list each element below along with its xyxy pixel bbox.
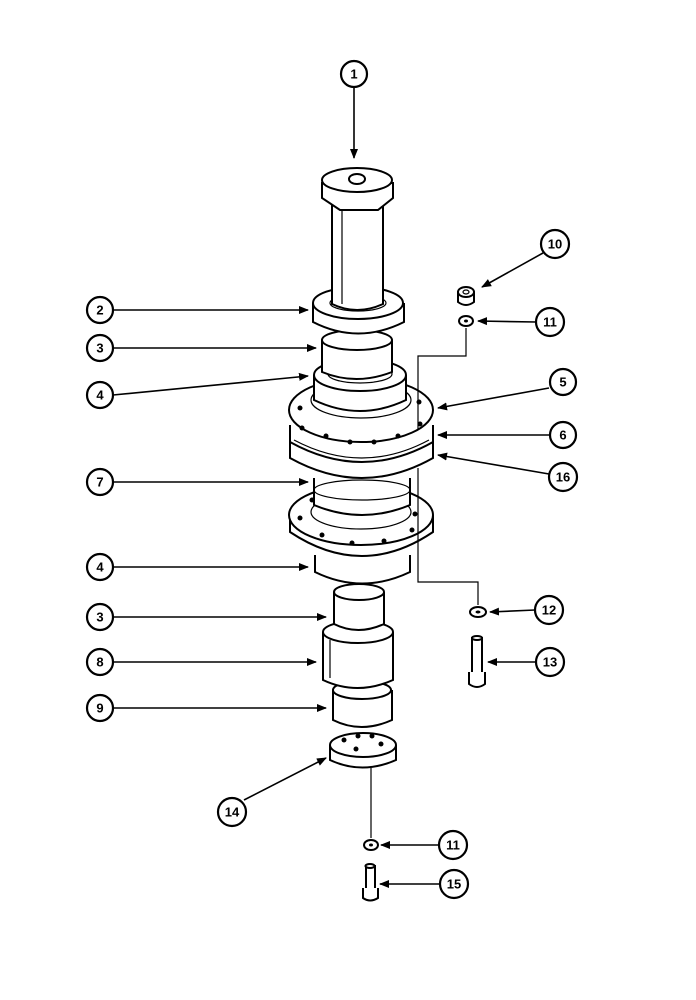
callout-2: 2: [85, 295, 115, 325]
callout-label: 4: [96, 388, 104, 403]
callout-5: 5: [548, 367, 578, 397]
callout-label: 15: [447, 877, 461, 892]
callout-label: 8: [96, 655, 103, 670]
callout-label: 11: [543, 315, 557, 330]
callout-label: 16: [556, 470, 570, 485]
callout-11-lower: 11: [437, 829, 469, 861]
callout-9: 9: [85, 693, 115, 723]
callout-label: 10: [548, 237, 562, 252]
part-4-lower-seal: [314, 555, 411, 585]
callout-4-lower: 4: [85, 552, 115, 582]
callout-label: 7: [96, 475, 103, 490]
part-1-shaft: [321, 167, 394, 311]
leader-lines: [112, 87, 550, 888]
callout-label: 14: [225, 805, 240, 820]
alignment-lines: [370, 328, 479, 838]
callout-label: 13: [543, 655, 557, 670]
part-10-nut: [457, 286, 475, 306]
callout-7: 7: [85, 467, 115, 497]
part-12-washer: [469, 606, 487, 618]
callout-8: 8: [85, 647, 115, 677]
callout-16: 16: [547, 461, 579, 493]
callout-label: 3: [96, 341, 103, 356]
callout-3-lower: 3: [85, 602, 115, 632]
callout-label: 1: [350, 67, 357, 82]
callout-3-upper: 3: [85, 333, 115, 363]
callout-4-upper: 4: [85, 380, 115, 410]
callout-15: 15: [438, 868, 470, 900]
callout-10: 10: [539, 228, 571, 260]
callout-label: 9: [96, 701, 103, 716]
part-14-end-cap: [329, 732, 397, 769]
callout-label: 2: [96, 303, 103, 318]
part-15-bolt: [362, 863, 379, 902]
callout-label: 3: [96, 610, 103, 625]
part-11-washer-bottom: [363, 839, 379, 851]
callout-11-upper: 11: [534, 306, 566, 338]
part-13-bolt: [468, 635, 486, 688]
part-7-hub: [313, 478, 411, 516]
callout-14: 14: [216, 796, 248, 828]
callout-label: 6: [559, 428, 566, 443]
shaft-assembly: [288, 167, 434, 769]
callout-label: 4: [96, 560, 104, 575]
callout-1: 1: [339, 59, 369, 89]
part-8-sleeve: [322, 620, 394, 689]
callout-label: 5: [559, 375, 566, 390]
callout-6: 6: [548, 420, 578, 450]
callout-label: 12: [542, 603, 556, 618]
callout-13: 13: [534, 646, 566, 678]
callout-12: 12: [533, 594, 565, 626]
part-3-upper-bearing: [321, 329, 393, 380]
part-3-lower-bearing: [333, 583, 385, 631]
part-11-washer-top: [458, 315, 474, 327]
callout-label: 11: [446, 838, 460, 853]
